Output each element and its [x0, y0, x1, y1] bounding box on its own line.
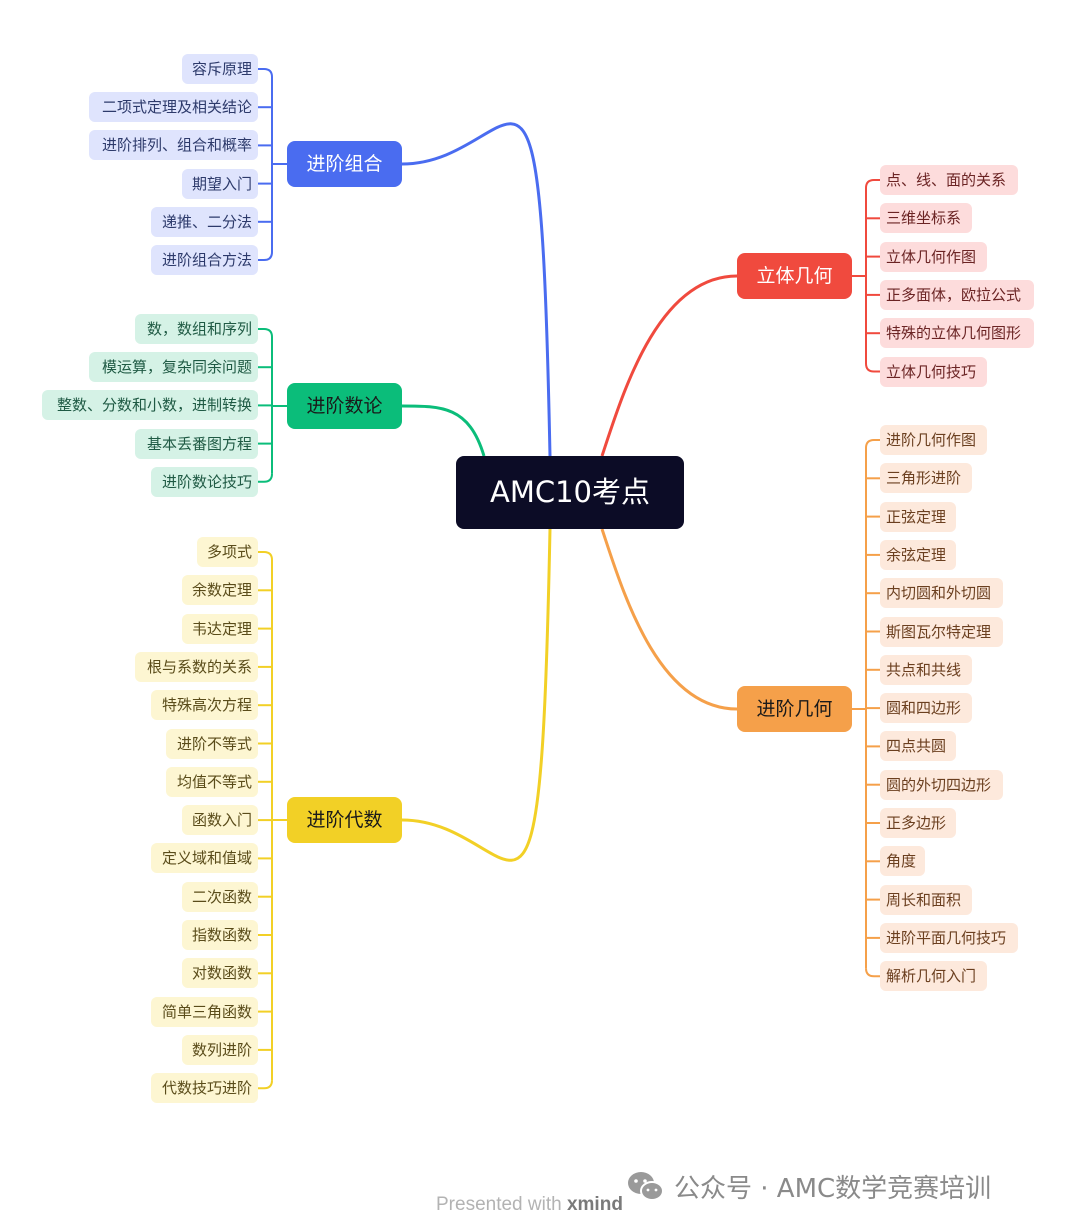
leaf-solid-geometry[interactable]: 正多面体，欧拉公式: [880, 279, 1034, 310]
connector-leaf-geometry: [865, 968, 880, 978]
presented-with-credit: Presented with xmind: [436, 1194, 623, 1216]
leaf-algebra[interactable]: 对数函数: [182, 958, 258, 989]
connector-root-algebra: [401, 528, 552, 862]
leaf-number-theory[interactable]: 基本丢番图方程: [135, 428, 258, 459]
wechat-icon: [628, 1171, 664, 1201]
connector-leaf-solid-geometry: [865, 363, 880, 373]
leaf-algebra[interactable]: 简单三角函数: [151, 996, 258, 1027]
leaf-geometry[interactable]: 余弦定理: [880, 539, 956, 570]
branch-number-theory[interactable]: 进阶数论: [287, 383, 402, 429]
leaf-algebra[interactable]: 特殊高次方程: [151, 690, 258, 721]
leaf-geometry[interactable]: 解析几何入门: [880, 961, 987, 992]
connector-leaf-geometry: [865, 439, 880, 449]
leaf-number-theory[interactable]: 数，数组和序列: [135, 314, 258, 344]
xmind-brand: xmind: [566, 1194, 623, 1215]
leaf-algebra[interactable]: 函数入门: [182, 805, 258, 836]
leaf-algebra[interactable]: 余数定理: [182, 575, 258, 606]
leaf-algebra[interactable]: 根与系数的关系: [135, 651, 258, 682]
leaf-algebra[interactable]: 多项式: [197, 537, 258, 567]
leaf-number-theory[interactable]: 整数、分数和小数，进制转换: [42, 390, 258, 421]
leaf-geometry[interactable]: 斯图瓦尔特定理: [880, 616, 1003, 647]
connector-leaf-combinatorics: [258, 68, 273, 78]
leaf-geometry[interactable]: 正多边形: [880, 808, 956, 838]
connector-root-solid-geometry: [600, 274, 738, 457]
leaf-geometry[interactable]: 内切圆和外切圆: [880, 578, 1003, 609]
leaf-algebra[interactable]: 韦达定理: [182, 613, 258, 644]
connector-leaf-solid-geometry: [865, 179, 880, 189]
connector-leaf-number-theory: [258, 473, 273, 483]
leaf-solid-geometry[interactable]: 点、线、面的关系: [880, 165, 1018, 195]
connector-root-geometry: [600, 528, 738, 711]
connector-root-number-theory: [401, 404, 486, 457]
root-topic[interactable]: AMC10考点: [456, 456, 684, 529]
connector-leaf-combinatorics: [258, 251, 273, 261]
leaf-number-theory[interactable]: 模运算，复杂同余问题: [89, 352, 258, 383]
leaf-solid-geometry[interactable]: 特殊的立体几何图形: [880, 318, 1034, 349]
leaf-algebra[interactable]: 数列进阶: [182, 1034, 258, 1065]
leaf-solid-geometry[interactable]: 立体几何技巧: [880, 356, 987, 387]
branch-algebra[interactable]: 进阶代数: [287, 797, 402, 843]
leaf-geometry[interactable]: 圆和四边形: [880, 693, 972, 724]
leaf-combinatorics[interactable]: 进阶排列、组合和概率: [89, 130, 258, 161]
leaf-geometry[interactable]: 周长和面积: [880, 884, 972, 915]
leaf-combinatorics[interactable]: 期望入门: [182, 168, 258, 199]
branch-combinatorics[interactable]: 进阶组合: [287, 141, 402, 187]
connector-leaf-algebra: [258, 1080, 273, 1090]
branch-solid-geometry[interactable]: 立体几何: [737, 253, 852, 299]
leaf-combinatorics[interactable]: 二项式定理及相关结论: [89, 92, 258, 123]
leaf-solid-geometry[interactable]: 立体几何作图: [880, 241, 987, 272]
leaf-algebra[interactable]: 进阶不等式: [166, 728, 258, 759]
leaf-geometry[interactable]: 进阶平面几何技巧: [880, 922, 1018, 953]
connector-leaf-algebra: [258, 551, 273, 561]
leaf-combinatorics[interactable]: 容斥原理: [182, 54, 258, 84]
wechat-account-text: 公众号 · AMC数学竞赛培训: [674, 1174, 992, 1204]
leaf-geometry[interactable]: 进阶几何作图: [880, 425, 987, 455]
leaf-algebra[interactable]: 均值不等式: [166, 766, 258, 797]
leaf-solid-geometry[interactable]: 三维坐标系: [880, 203, 972, 234]
leaf-geometry[interactable]: 正弦定理: [880, 501, 956, 532]
presented-with-text: Presented with: [436, 1194, 562, 1215]
leaf-geometry[interactable]: 角度: [880, 846, 925, 877]
connector-leaf-number-theory: [258, 328, 273, 338]
leaf-combinatorics[interactable]: 递推、二分法: [151, 206, 258, 237]
connector-root-combinatorics: [401, 122, 552, 457]
leaf-algebra[interactable]: 指数函数: [182, 920, 258, 950]
leaf-geometry[interactable]: 圆的外切四边形: [880, 769, 1003, 800]
leaf-algebra[interactable]: 定义域和值域: [151, 843, 258, 874]
leaf-geometry[interactable]: 共点和共线: [880, 654, 972, 685]
wechat-account-watermark: 公众号 · AMC数学竞赛培训: [626, 1168, 991, 1205]
leaf-combinatorics[interactable]: 进阶组合方法: [151, 245, 258, 275]
leaf-geometry[interactable]: 四点共圆: [880, 731, 956, 762]
leaf-algebra[interactable]: 二次函数: [182, 881, 258, 912]
leaf-geometry[interactable]: 三角形进阶: [880, 463, 972, 494]
leaf-number-theory[interactable]: 进阶数论技巧: [151, 466, 258, 497]
leaf-algebra[interactable]: 代数技巧进阶: [151, 1073, 258, 1104]
branch-geometry[interactable]: 进阶几何: [737, 686, 852, 732]
